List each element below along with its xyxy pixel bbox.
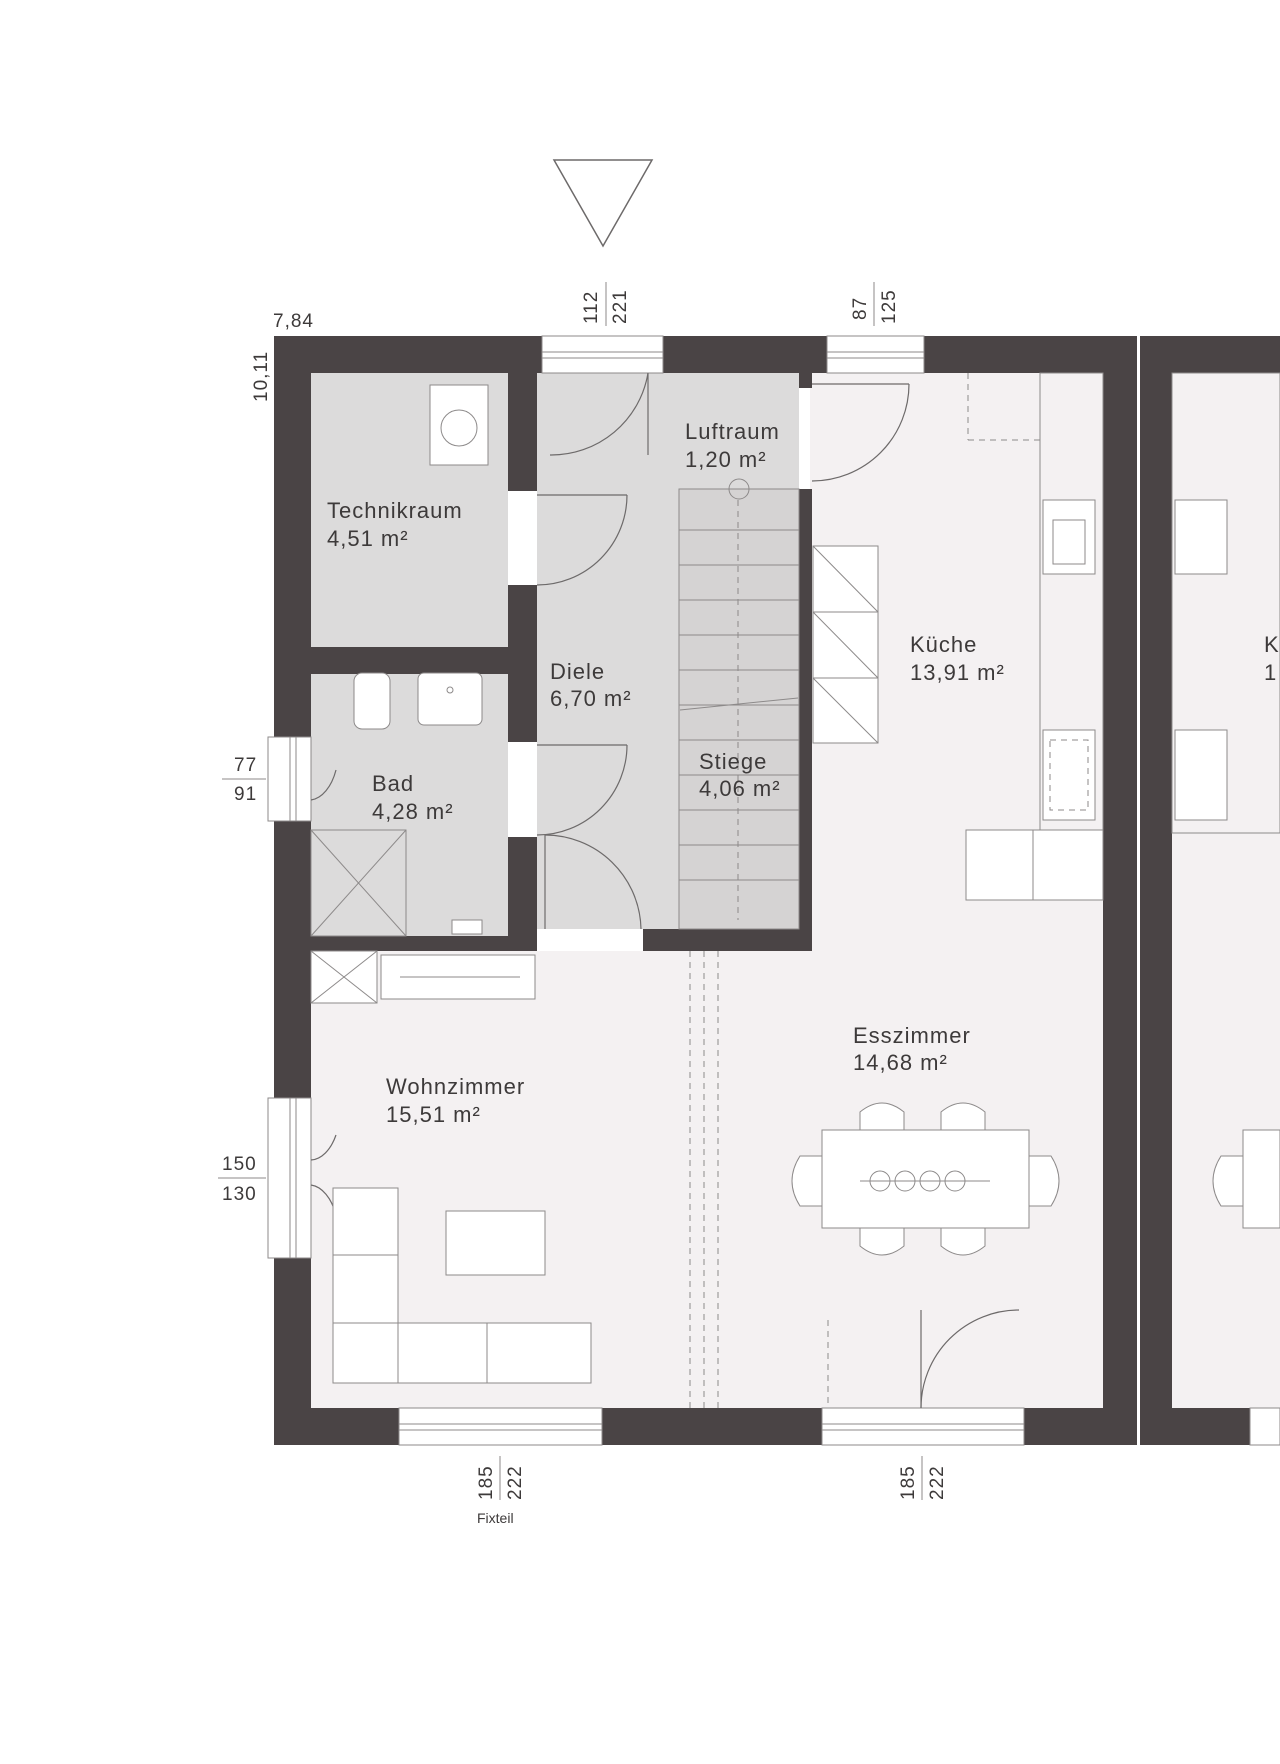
dim-living-window-b: 130 xyxy=(222,1184,257,1205)
room-name-esszimmer: Esszimmer xyxy=(853,1023,971,1048)
room-area-esszimmer: 14,68 m² xyxy=(853,1050,948,1075)
entrance-marker-icon xyxy=(552,159,654,248)
neighbor-fixtures xyxy=(1171,372,1280,1229)
room-area-bad: 4,28 m² xyxy=(372,799,454,824)
living-furniture xyxy=(310,950,719,1408)
room-area-stiege: 4,06 m² xyxy=(699,776,781,801)
dim-entrance-a: 112 xyxy=(581,291,602,324)
dim-bad-window-a: 77 xyxy=(234,755,257,776)
room-area-wohnzimmer: 15,51 m² xyxy=(386,1102,481,1127)
room-name-kueche: Küche xyxy=(910,632,977,657)
room-name-wohnzimmer: Wohnzimmer xyxy=(386,1074,525,1099)
kitchen-fixtures xyxy=(812,372,1104,901)
room-name-neighbor: K xyxy=(1264,632,1280,657)
dim-depth: 10,11 xyxy=(251,351,272,402)
dim-bottom-right-b: 222 xyxy=(927,1465,948,1500)
dim-living-window-a: 150 xyxy=(222,1154,257,1175)
dim-bottom-left-b: 222 xyxy=(505,1465,526,1500)
stairs xyxy=(678,478,800,930)
dining-set xyxy=(791,1102,1060,1256)
room-name-luftraum: Luftraum xyxy=(685,419,780,444)
room-area-kueche: 13,91 m² xyxy=(910,660,1005,685)
bath-fixtures xyxy=(310,384,489,937)
dim-bottom-left-note: Fixteil xyxy=(477,1510,514,1526)
windows xyxy=(267,335,1280,1446)
dim-kitchen-window-b: 125 xyxy=(879,289,900,324)
room-name-diele: Diele xyxy=(550,659,605,684)
room-name-bad: Bad xyxy=(372,771,414,796)
dim-width: 7,84 xyxy=(273,311,314,332)
room-area-neighbor: 1 xyxy=(1264,660,1277,685)
room-area-technikraum: 4,51 m² xyxy=(327,526,409,551)
dim-bottom-left-a: 185 xyxy=(476,1465,497,1500)
dim-bad-window-b: 91 xyxy=(234,784,257,805)
door-swings xyxy=(310,372,1020,1409)
room-area-luftraum: 1,20 m² xyxy=(685,447,767,472)
walls xyxy=(274,336,1280,1445)
dim-entrance-b: 221 xyxy=(610,289,631,324)
room-name-technikraum: Technikraum xyxy=(327,498,463,523)
dim-bottom-right-a: 185 xyxy=(898,1465,919,1500)
dim-kitchen-window-a: 87 xyxy=(850,297,871,320)
room-area-diele: 6,70 m² xyxy=(550,686,632,711)
room-name-stiege: Stiege xyxy=(699,749,767,774)
